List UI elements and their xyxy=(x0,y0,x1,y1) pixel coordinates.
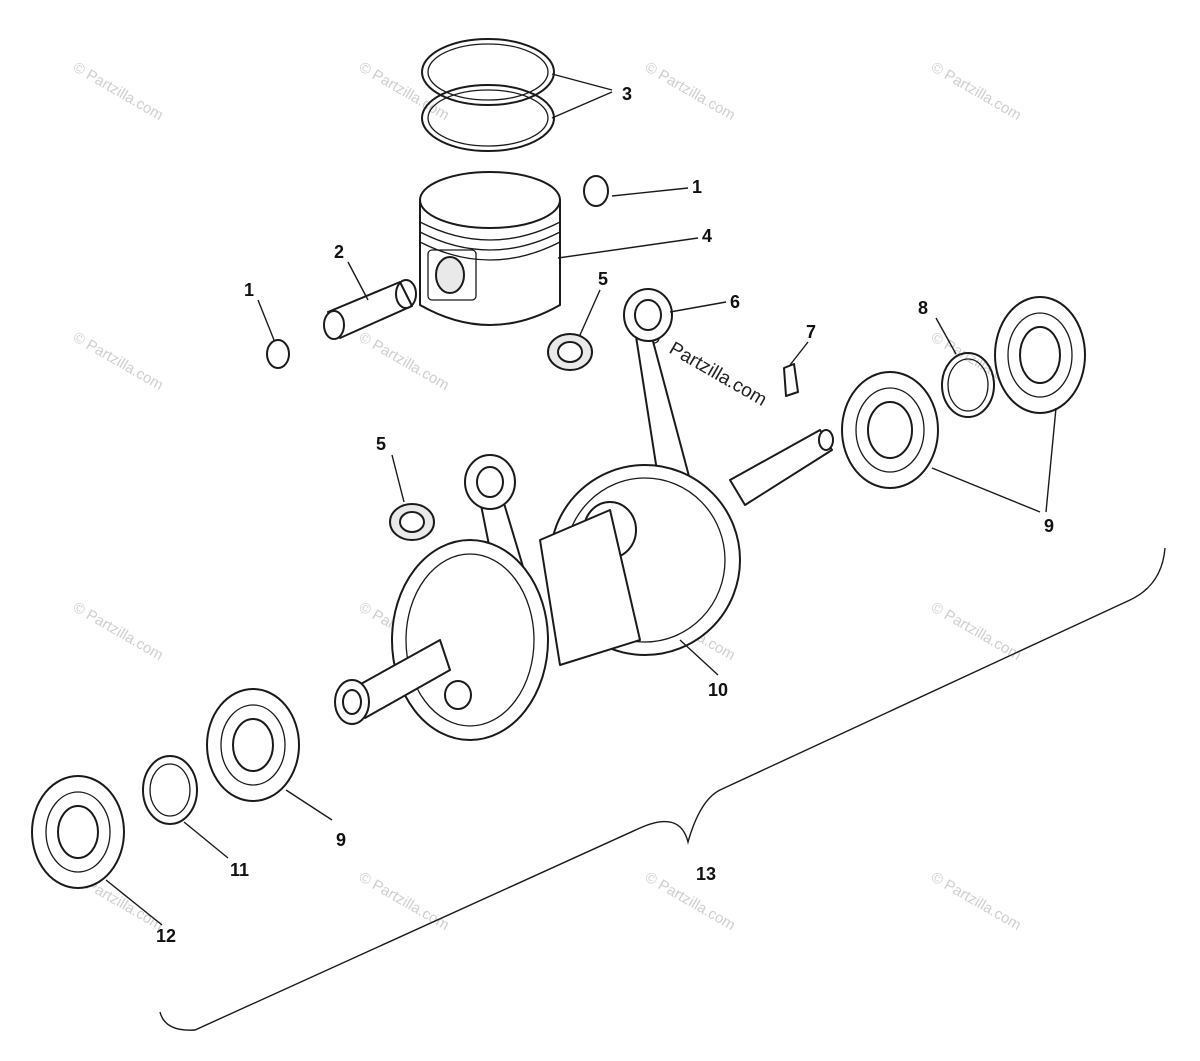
callout-5-lower: 5 xyxy=(376,434,386,454)
watermark: © Partzilla.com xyxy=(70,59,166,124)
callout-5-upper: 5 xyxy=(598,269,608,289)
callout-4: 4 xyxy=(702,226,712,246)
callout-6: 6 xyxy=(730,292,740,312)
woodruff-key xyxy=(783,363,799,397)
leader-lines xyxy=(105,73,1057,926)
watermark: © Partzilla.com xyxy=(928,869,1024,934)
needle-bearing-lower xyxy=(389,503,435,541)
assembly-bracket xyxy=(159,547,1166,1031)
callout-11: 11 xyxy=(230,860,249,880)
callout-12: 12 xyxy=(156,926,176,946)
shim-ring-right xyxy=(941,352,995,418)
watermark: © Partzilla.com xyxy=(928,59,1024,124)
bearing-left xyxy=(206,688,300,802)
callout-13: 13 xyxy=(696,864,716,884)
watermark: © Partzilla.com xyxy=(642,869,738,934)
crankshaft-assembly xyxy=(334,288,834,741)
callout-7: 7 xyxy=(806,322,816,342)
watermark-inline: Partzilla.com xyxy=(666,338,771,411)
circlip-upper xyxy=(583,175,609,207)
watermark: © Partzilla.com xyxy=(356,869,452,934)
piston-rings xyxy=(421,38,555,152)
watermark: © Partzilla.com xyxy=(70,329,166,394)
shim-ring-left xyxy=(142,755,198,825)
callout-9-right: 9 xyxy=(1044,516,1054,536)
callout-labels: 3 1 4 2 1 5 6 7 8 9 5 10 9 11 12 13 xyxy=(156,84,1054,946)
circlip-lower xyxy=(266,339,290,369)
wrist-pin xyxy=(323,279,417,340)
callout-2: 2 xyxy=(334,242,344,262)
watermark: © Partzilla.com xyxy=(642,59,738,124)
bearing-right xyxy=(841,371,939,489)
callout-1-lower: 1 xyxy=(244,280,254,300)
callout-9-left: 9 xyxy=(336,830,346,850)
needle-bearing-upper xyxy=(547,333,593,371)
callout-8: 8 xyxy=(918,298,928,318)
seal-left xyxy=(31,775,125,889)
callout-3: 3 xyxy=(622,84,632,104)
watermark: © Partzilla.com xyxy=(356,59,452,124)
watermark: © Partzilla.com xyxy=(928,599,1024,664)
watermark: © Partzilla.com xyxy=(356,329,452,394)
watermark: © Partzilla.com xyxy=(70,599,166,664)
callout-10: 10 xyxy=(708,680,728,700)
seal-right xyxy=(994,296,1086,414)
piston xyxy=(419,171,561,326)
callout-1-upper: 1 xyxy=(692,177,702,197)
